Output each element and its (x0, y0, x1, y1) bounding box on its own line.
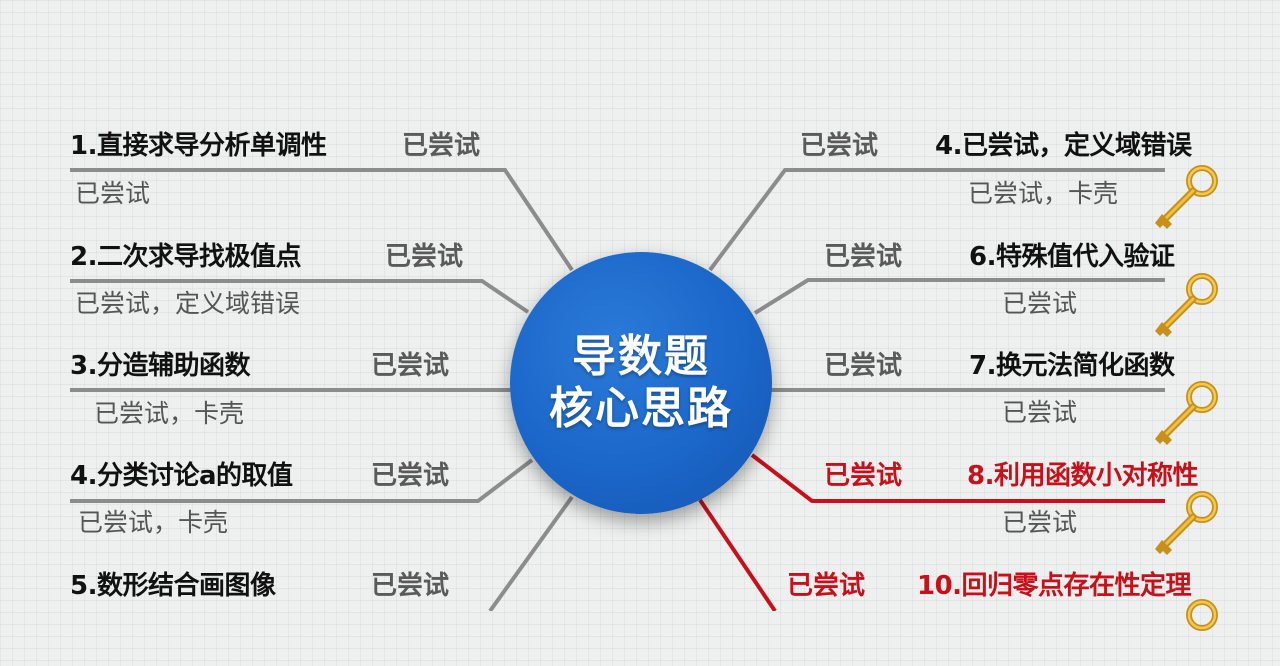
center-title-line1: 导数题 (572, 331, 710, 382)
key-icon (1155, 381, 1218, 445)
right-branch-2-tag: 已尝试 (824, 242, 903, 272)
right-branch-1-note: 已尝试，卡壳 (968, 179, 1119, 208)
right-branch-3-note: 已尝试 (1002, 398, 1078, 427)
left-branch-4-note: 已尝试，卡壳 (78, 508, 229, 537)
connector-left-2 (70, 279, 530, 314)
right-branch-3-tag: 已尝试 (824, 351, 903, 381)
connector-right-2 (753, 278, 1165, 315)
left-branch-1-note: 已尝试 (75, 179, 151, 208)
left-branch-3-note: 已尝试，卡壳 (94, 399, 245, 428)
left-branch-1-title: 1.直接求导分析单调性 (70, 131, 327, 161)
left-branch-2-note: 已尝试，定义域错误 (75, 289, 301, 318)
left-branch-3-tag: 已尝试 (371, 351, 450, 381)
left-branch-1-tag: 已尝试 (402, 131, 481, 161)
center-hub: 导数题 核心思路 (510, 252, 772, 514)
connector-right-1 (708, 168, 1165, 272)
connector-left-4 (70, 458, 534, 503)
right-branch-4-title: 8.利用函数小对称性 (967, 461, 1198, 491)
left-branch-3-title: 3.分造辅助函数 (70, 351, 250, 381)
connector-right-4 (750, 453, 1165, 503)
left-branch-5-tag: 已尝试 (371, 571, 450, 601)
key-icon (1155, 165, 1218, 229)
right-branch-3-title: 7.换元法简化函数 (969, 351, 1175, 381)
key-icon (1155, 491, 1218, 555)
key-icon (1155, 273, 1218, 337)
connector-right-5 (698, 498, 777, 611)
left-branch-4-title: 4.分类讨论a的取值 (70, 461, 293, 491)
key-icon (1186, 599, 1218, 631)
right-branch-4-note: 已尝试 (1002, 508, 1078, 537)
connector-left-1 (70, 168, 574, 272)
right-branch-5-title: 10.回归零点存在性定理 (917, 571, 1192, 601)
left-branch-2-tag: 已尝试 (385, 242, 464, 272)
right-branch-2-note: 已尝试 (1002, 289, 1078, 318)
left-branch-4-tag: 已尝试 (371, 461, 450, 491)
connector-lines (70, 168, 1165, 611)
connector-left-5 (488, 495, 574, 611)
right-branch-1-tag: 已尝试 (800, 131, 879, 161)
right-branch-2-title: 6.特殊值代入验证 (969, 242, 1175, 272)
left-branch-2-title: 2.二次求导找极值点 (70, 242, 301, 272)
right-branch-1-title: 4.已尝试，定义域错误 (935, 131, 1192, 161)
left-branch-5-title: 5.数形结合画图像 (70, 571, 276, 601)
center-title-line2: 核心思路 (549, 383, 733, 434)
right-branch-4-tag: 已尝试 (824, 461, 903, 491)
right-branch-5-tag: 已尝试 (787, 571, 866, 601)
